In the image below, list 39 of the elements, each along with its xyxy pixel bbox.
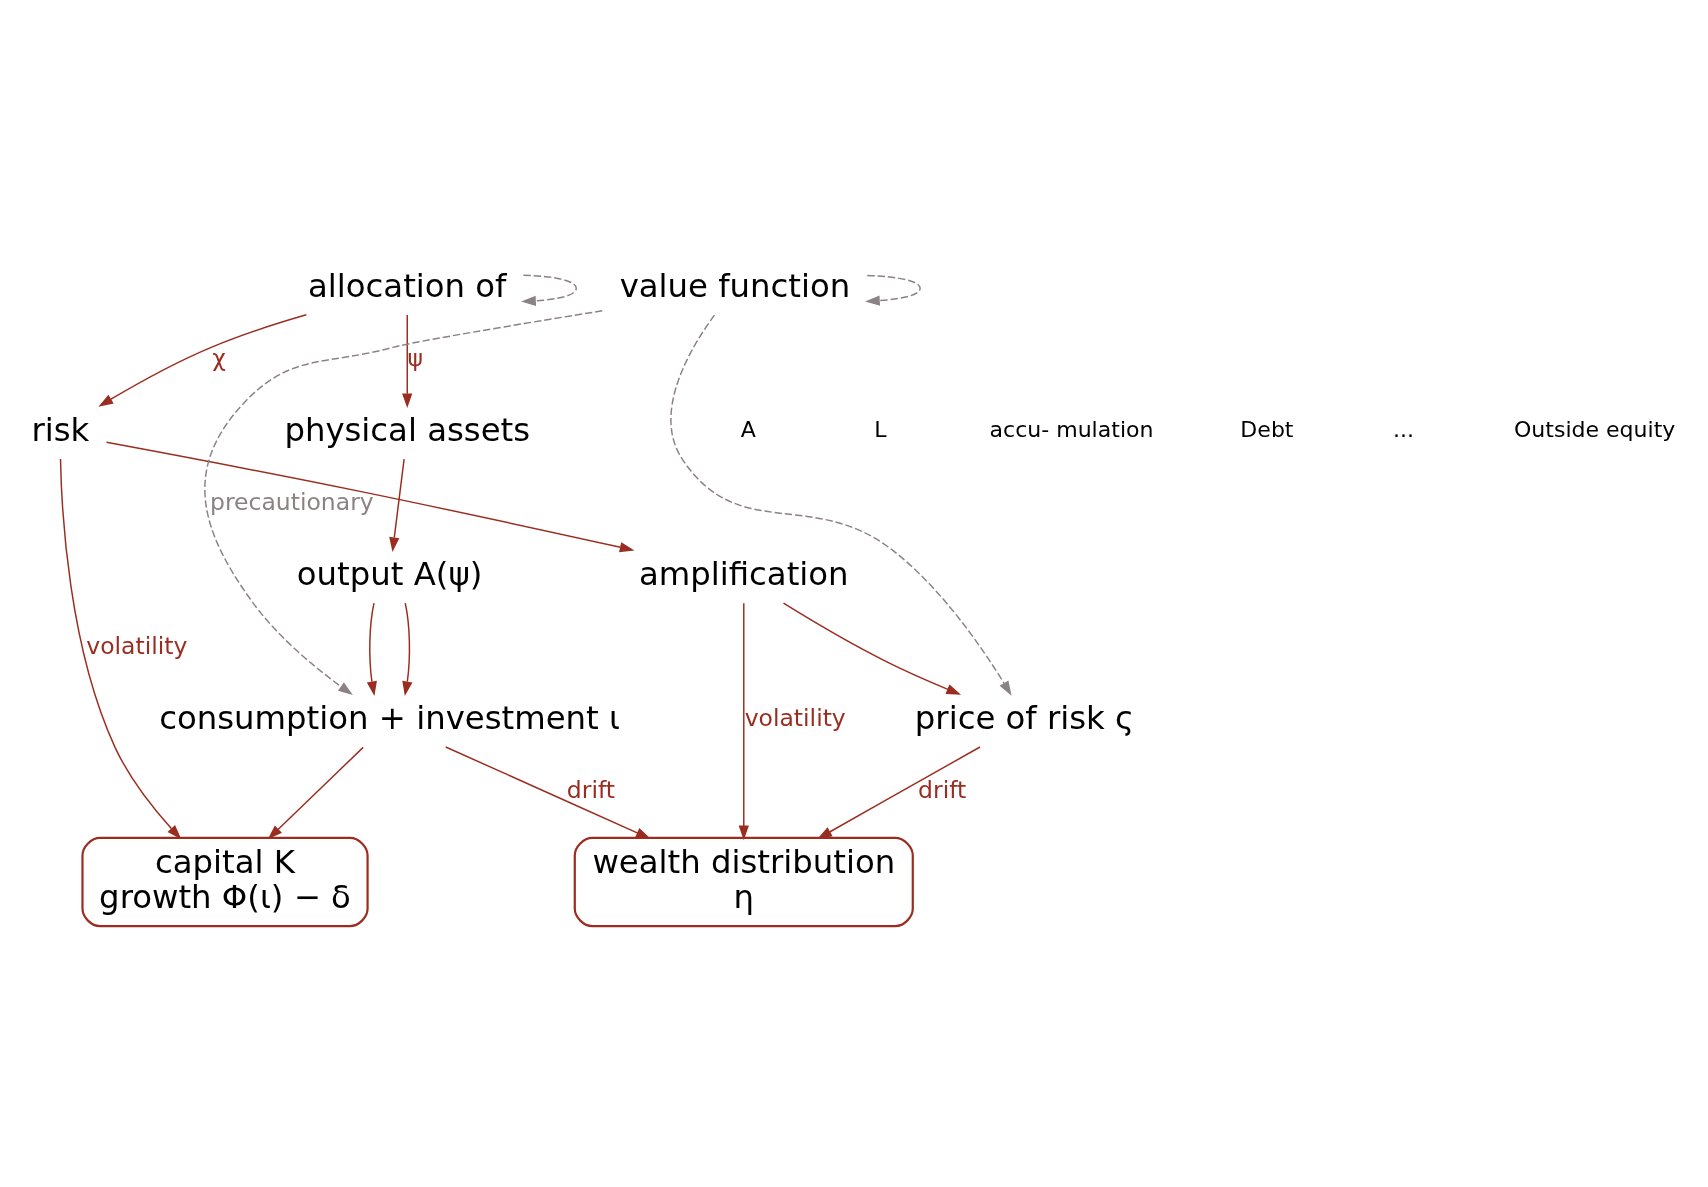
- edge-label: χ: [212, 343, 226, 372]
- arrow: [366, 601, 377, 696]
- label: A: [740, 416, 756, 442]
- arrow: [738, 601, 749, 840]
- arrow: [59, 457, 182, 839]
- node-box: wealth distribution η: [573, 836, 914, 927]
- arrow: [105, 441, 635, 552]
- arrow: [817, 745, 981, 839]
- arrow: [267, 746, 364, 839]
- arrow: [98, 313, 308, 407]
- arrow: [389, 457, 405, 552]
- edge-label: ψ: [407, 343, 424, 372]
- node-text: amplification: [638, 554, 849, 593]
- node-text: value function: [619, 266, 851, 305]
- node-text: price of risk ς: [914, 698, 1135, 737]
- node-box: capital K growth Φ(ι) − δ: [81, 836, 369, 927]
- arrow: [402, 313, 413, 408]
- arrow: [402, 601, 413, 696]
- node-text: consumption + investment ι: [159, 698, 620, 737]
- arrow: [670, 313, 1012, 696]
- node-text: risk: [31, 410, 90, 449]
- arrow: [445, 745, 651, 839]
- edge-label: precautionary: [210, 487, 374, 516]
- edge-label: drift: [918, 775, 967, 804]
- node-text: allocation of: [308, 266, 507, 305]
- arrow: [865, 274, 921, 306]
- arrow: [204, 309, 603, 695]
- label: L: [874, 416, 887, 442]
- edge-label: drift: [566, 775, 616, 804]
- label: Debt: [1240, 416, 1294, 442]
- arrow: [782, 601, 962, 695]
- edge-label: volatility: [744, 703, 846, 732]
- label: ...: [1393, 416, 1415, 442]
- arrow: [521, 274, 577, 306]
- node-text: physical assets: [284, 410, 531, 449]
- edge-label: volatility: [86, 631, 188, 660]
- node-text: output A(ψ): [296, 554, 483, 593]
- label: accu- mulation: [989, 416, 1154, 442]
- label: Outside equity: [1513, 416, 1676, 442]
